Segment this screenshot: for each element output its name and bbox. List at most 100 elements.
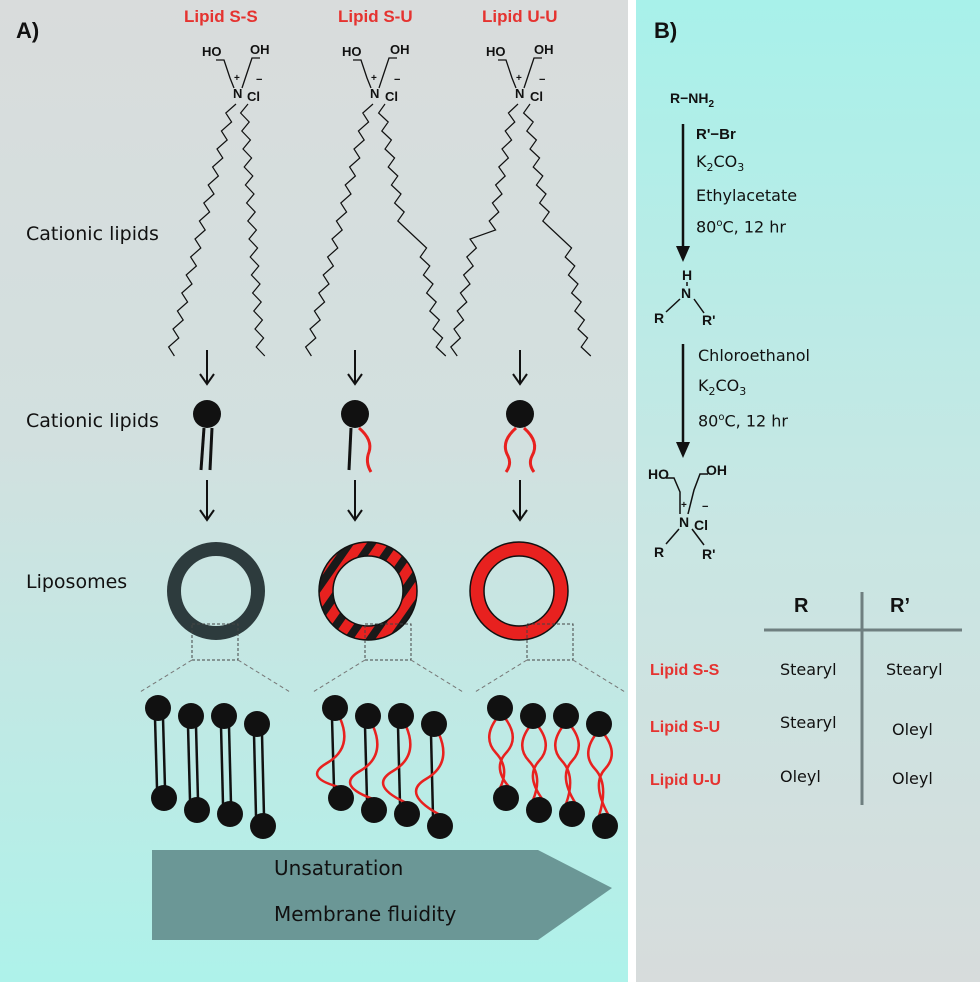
uu-ho-label: HO	[486, 44, 506, 59]
bilayer-ss-bottom-head-1	[184, 797, 210, 823]
step2-temp: 80oC, 12 hr	[698, 411, 788, 431]
zoom-ss-line-right	[237, 659, 291, 693]
fluidity-banner-arrow	[152, 850, 612, 940]
su-tail-left	[304, 103, 374, 357]
step1-solvent: Ethylacetate	[696, 186, 798, 205]
step2-base: K2CO3	[698, 376, 747, 399]
step1-temp: 80oC, 12 hr	[696, 217, 786, 237]
bilayer-su-bottom-head-2	[394, 801, 420, 827]
bilayer-uu-tail-2a	[554, 725, 572, 805]
ss-head-arm-left	[216, 59, 235, 89]
table-row-1-r2: Stearyl	[886, 660, 943, 679]
bilayer-su-tail-0b	[315, 717, 346, 790]
liposome-ss-ring	[167, 542, 265, 640]
bilayer-ss-tail-1a	[186, 725, 192, 801]
su-head-arm-left	[353, 59, 372, 89]
bilayer-uu-bottom-head-1	[526, 797, 552, 823]
intermediate-n: N	[681, 285, 692, 301]
intermediate-rn-bond	[665, 298, 681, 313]
table-header-r: R	[794, 595, 809, 617]
arrow-icon-ss-head	[199, 509, 215, 522]
uu-oh-label: OH	[534, 42, 554, 57]
lipid-ss-title: Lipid S-S	[184, 7, 258, 26]
product-right-arm	[687, 473, 708, 515]
icon-uu-tail-b	[522, 426, 537, 473]
product-r: R	[654, 544, 665, 560]
product-plus: +	[681, 500, 687, 511]
lipid-su-title: Lipid S-U	[338, 7, 413, 26]
bilayer-uu-tail-1a	[521, 725, 539, 801]
step1-arrow-head	[676, 246, 690, 262]
ss-head-arm-right	[241, 57, 260, 89]
bilayer-ss-bottom-head-2	[217, 801, 243, 827]
bilayer-ss-bottom-head-3	[250, 813, 276, 839]
row-label-cationic-icons: Cationic lipids	[26, 410, 159, 432]
icon-ss-tail-a	[199, 427, 206, 471]
liposome-su-ring	[319, 542, 417, 640]
icon-uu-tail-a	[503, 426, 518, 473]
uu-tail-left	[450, 103, 519, 357]
panel-a: A) Lipid S-S Lipid S-U Lipid U-U Cationi…	[0, 0, 628, 982]
ss-oh-label: OH	[250, 42, 270, 57]
su-minus-label: −	[394, 74, 401, 86]
bilayer-uu-tail-0b	[498, 717, 514, 789]
arrow-icon-su-head	[347, 509, 363, 522]
liposome-su-outline-inner	[332, 555, 404, 627]
product-left-arm	[666, 477, 681, 514]
bilayer-su-tail-2a	[396, 725, 402, 805]
arrow-structure-su-head	[347, 373, 363, 386]
bilayer-su-tail-2b	[381, 725, 412, 806]
table-row-1-r: Stearyl	[780, 660, 837, 679]
table-row-2-r: Stearyl	[780, 713, 837, 732]
bilayer-uu-top-head-2	[553, 703, 579, 729]
panel-b-label: B)	[654, 18, 678, 43]
banner-membrane-fluidity: Membrane fluidity	[274, 902, 457, 926]
step1-base: K2CO3	[696, 152, 745, 175]
uu-head-arm-left	[498, 59, 517, 89]
step2-reagent: Chloroethanol	[698, 346, 810, 365]
bilayer-ss-top-head-2	[211, 703, 237, 729]
bilayer-uu-bottom-head-2	[559, 801, 585, 827]
product-n: N	[679, 514, 690, 530]
liposome-su-outline-outer	[318, 541, 418, 641]
intermediate-r2: R'	[702, 312, 716, 328]
liposome-uu-outline-inner	[483, 555, 555, 627]
su-ho-label: HO	[342, 44, 362, 59]
panel-b: B) R−NH2 R'−Br K2CO3 Ethylacetate 80oC, …	[636, 0, 980, 982]
table-row-1-lipid: Lipid S-S	[650, 662, 720, 679]
bilayer-su-top-head-1	[355, 703, 381, 729]
zoom-su-line-left	[312, 659, 366, 693]
product-r2: R'	[702, 546, 716, 562]
bilayer-ss-tail-0a	[153, 717, 159, 789]
step2-arrow-head	[676, 442, 690, 458]
bilayer-uu-tail-1b	[531, 725, 547, 801]
table-row-3-lipid: Lipid U-U	[650, 772, 722, 789]
bilayer-su-top-head-0	[322, 695, 348, 721]
bilayer-su-tail-3b	[414, 733, 445, 818]
su-plus-label: +	[371, 73, 377, 84]
bilayer-ss-top-head-0	[145, 695, 171, 721]
bilayer-ss-tail-2a	[219, 725, 225, 805]
table-row-3-r2: Oleyl	[892, 769, 933, 788]
product-nr2-bond	[691, 528, 705, 546]
bilayer-closeups	[145, 695, 618, 839]
liposome-uu-ring	[470, 542, 568, 640]
bilayer-su-tail-1b	[348, 725, 379, 802]
row-label-cationic-lipids: Cationic lipids	[26, 223, 159, 245]
bilayer-ss-tail-3b	[260, 733, 266, 817]
flow-arrows	[199, 350, 528, 522]
banner-unsaturation: Unsaturation	[274, 856, 404, 880]
zoom-uu-line-left	[474, 659, 528, 693]
bilayer-uu-tail-0a	[488, 717, 506, 789]
start-amine: R−NH2	[670, 90, 715, 110]
icon-ss-tail-b	[208, 427, 214, 471]
bilayer-su-top-head-3	[421, 711, 447, 737]
panel-b-drawing	[665, 124, 962, 805]
bilayer-su-bottom-head-0	[328, 785, 354, 811]
bilayer-su-bottom-head-1	[361, 797, 387, 823]
panel-a-drawing	[139, 57, 626, 940]
ss-tail-left	[167, 103, 237, 357]
su-oh-label: OH	[390, 42, 410, 57]
bilayer-uu-tail-3b	[597, 733, 613, 817]
bilayer-su-bottom-head-3	[427, 813, 453, 839]
